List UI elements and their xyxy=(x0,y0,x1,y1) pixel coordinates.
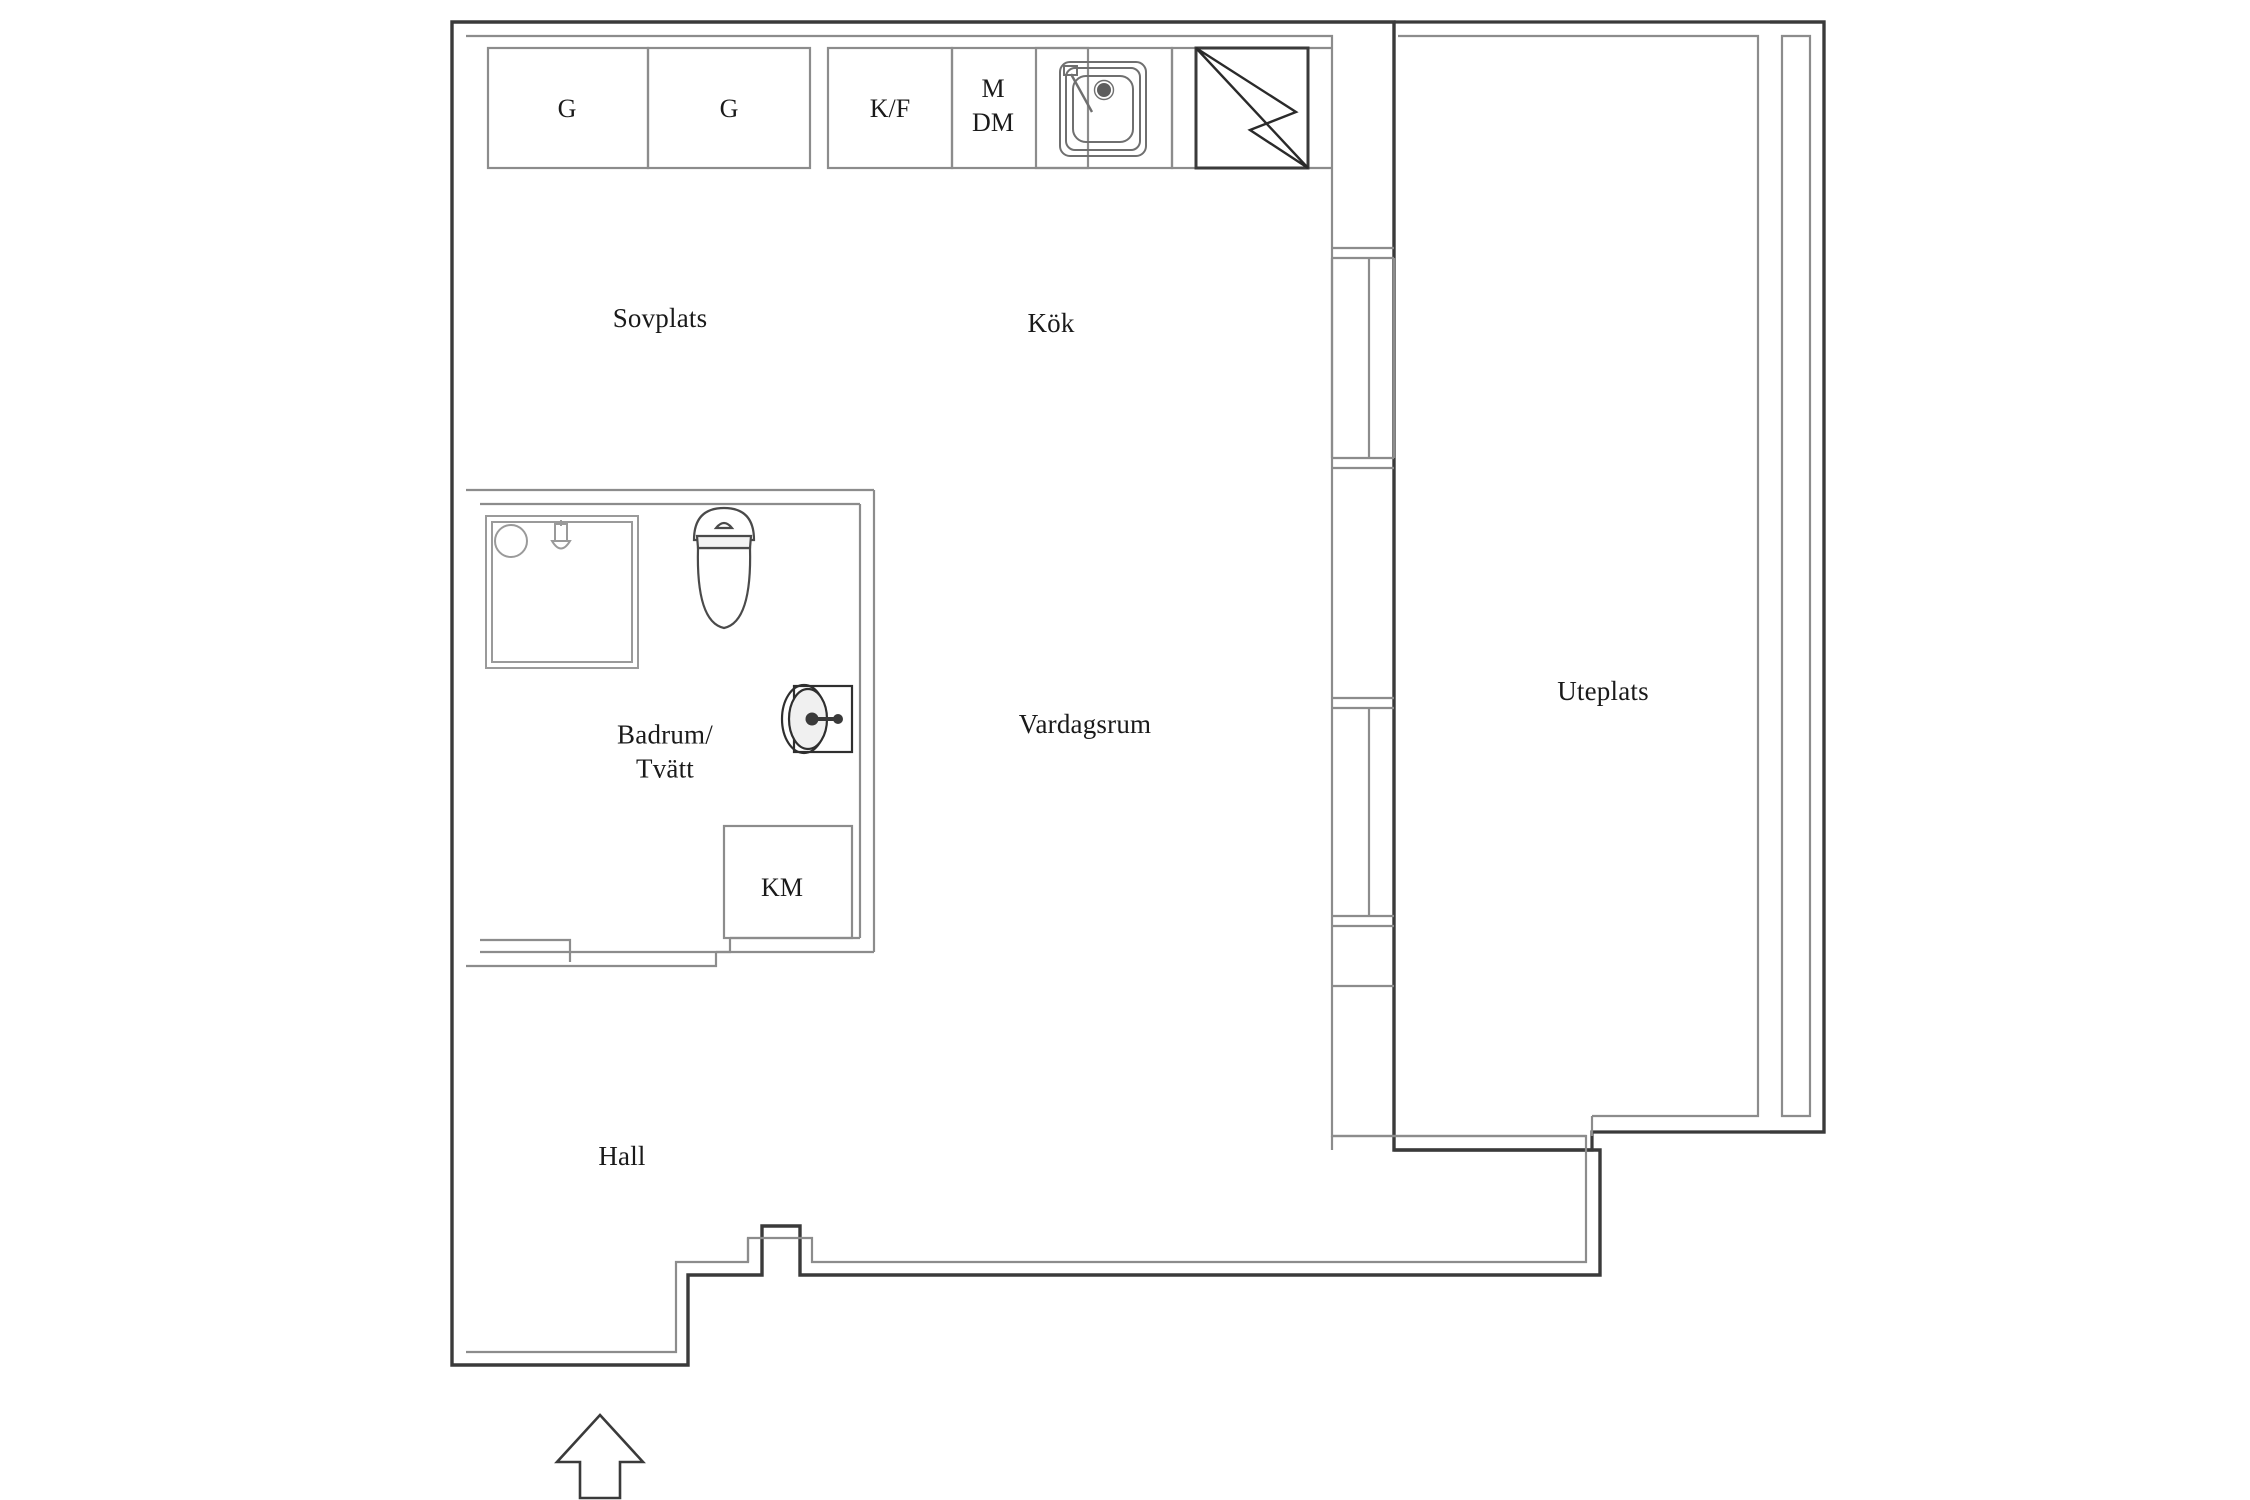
shower-drain-icon xyxy=(494,524,528,558)
terrace-outline-group xyxy=(1394,20,1826,1152)
kitchen-cabinet-run xyxy=(486,46,1332,170)
entrance-arrow-icon xyxy=(554,1413,646,1500)
terrace-strip-inner-face xyxy=(1780,34,1812,1118)
terrace-inner-face xyxy=(1398,34,1760,1118)
cabinet-g-2-box xyxy=(646,46,812,170)
shower-icon xyxy=(485,515,639,669)
partition-bathroom-bottom-left-inner xyxy=(480,938,732,954)
cabinet-mdm-box xyxy=(950,46,1090,170)
building-inner-face xyxy=(466,34,1588,1354)
lower-right-wall-detail xyxy=(1330,1134,1586,1150)
shower-mixer-head xyxy=(550,540,572,550)
sink-icon xyxy=(1059,61,1147,157)
washer-km-icon xyxy=(722,824,854,940)
shower-tray-outer xyxy=(485,515,639,669)
cabinet-kf-box xyxy=(826,46,954,170)
sink-drain-ring xyxy=(1093,79,1115,101)
partition-bathroom-bottom-left xyxy=(466,952,718,968)
building-outline xyxy=(450,20,1602,1367)
basin-faucet-end xyxy=(833,714,843,724)
entrance-arrow-shape xyxy=(554,1413,646,1500)
window-panel-1 xyxy=(1330,258,1396,458)
door-swing-zigzag xyxy=(1195,46,1309,170)
toilet-icon xyxy=(692,506,756,630)
terrace-side-strip-outline xyxy=(1770,20,1826,1134)
sink-bowl-rect xyxy=(1072,75,1134,143)
washbasin-icon xyxy=(780,683,854,755)
inner-wall-group xyxy=(466,34,1812,1354)
shower-mixer-body xyxy=(554,523,568,542)
cabinet-g-1-box xyxy=(486,46,650,170)
sink-faucet-base xyxy=(1063,65,1078,76)
washer-km-box xyxy=(722,824,854,940)
glazing-group xyxy=(1330,246,1396,988)
toilet-flush-button xyxy=(713,521,735,530)
sink-drain xyxy=(1097,83,1111,97)
sink-faucet-arm xyxy=(1069,73,1094,113)
toilet-seat-band xyxy=(695,534,753,550)
sink-inner-rect xyxy=(1065,67,1141,151)
outer-wall-group xyxy=(450,20,1602,1367)
sink-outer-rect xyxy=(1059,61,1147,157)
wall-stub-left xyxy=(480,938,572,962)
toilet-bowl xyxy=(696,546,752,630)
door-swing-icon xyxy=(1194,46,1310,170)
door-swing-frame xyxy=(1194,46,1310,170)
terrace-outer-outline xyxy=(1394,20,1826,1152)
